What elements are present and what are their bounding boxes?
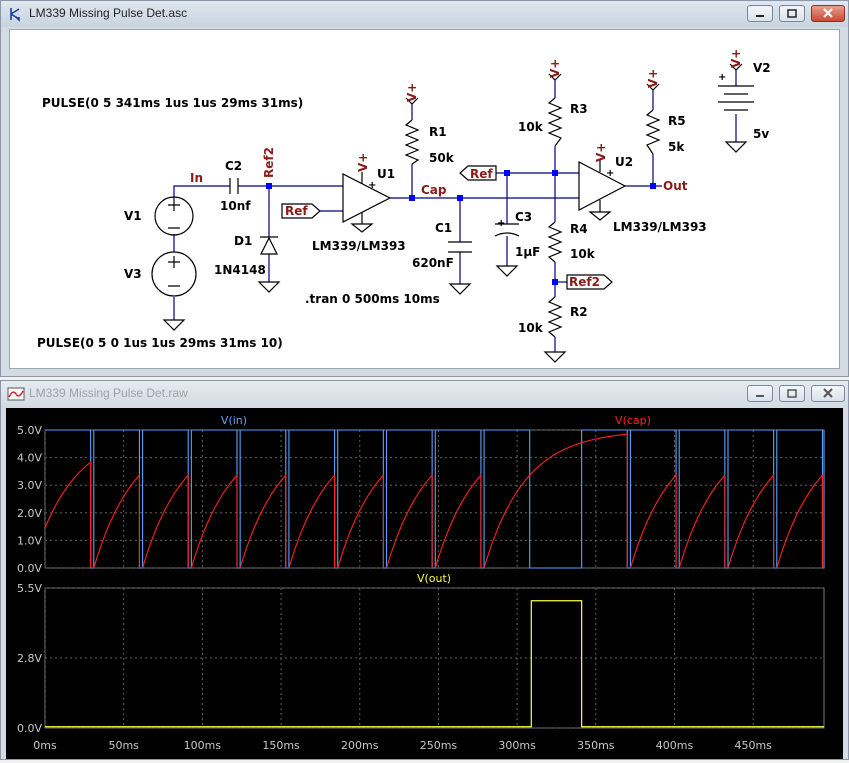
net-cap: Cap	[421, 183, 447, 197]
net-ref-u1: Ref	[285, 204, 308, 218]
r1-label: R1	[429, 125, 447, 139]
bottom-y-tick: 0.0V	[17, 722, 42, 735]
net-ref-u2: Ref	[470, 167, 493, 181]
vplus-r5: V+	[646, 69, 660, 88]
d1-value: 1N4148	[214, 263, 266, 277]
pulse2-directive: PULSE(0 5 0 1us 1us 29ms 31ms 10)	[37, 336, 283, 350]
close-icon	[823, 8, 833, 18]
net-labels: In Cap Out Ref Ref Ref2 Ref2 V+ V+ V+ V+…	[190, 49, 743, 289]
u2-label: U2	[615, 155, 633, 169]
x-tick-label: 100ms	[184, 739, 222, 752]
vout-trace	[45, 600, 824, 728]
top-y-tick: 3.0V	[17, 479, 42, 492]
v3-label: V3	[124, 267, 142, 281]
r4-value: 10k	[570, 247, 596, 261]
vplus-r3: V+	[548, 59, 562, 78]
d1-label: D1	[234, 234, 252, 248]
pulse1-directive: PULSE(0 5 341ms 1us 1us 29ms 31ms)	[42, 96, 303, 110]
x-tick-label: 250ms	[420, 739, 458, 752]
v1-label: V1	[124, 209, 142, 223]
waveform-plot-area[interactable]: 5.0V 4.0V 3.0V 2.0V 1.0V 0.0V 5.5V 2.8V 0.0V 0ms 5…	[6, 408, 843, 759]
components	[151, 63, 754, 363]
u1-label: U1	[377, 167, 395, 181]
maximize-button[interactable]	[779, 5, 805, 22]
top-y-tick: 1.0V	[17, 534, 42, 547]
vplus-v2: V+	[729, 49, 743, 68]
bottom-y-tick: 2.8V	[17, 652, 42, 665]
net-out: Out	[663, 179, 688, 193]
r5-value: 5k	[668, 140, 685, 154]
x-tick-label: 150ms	[262, 739, 300, 752]
schematic-app-icon	[10, 8, 20, 22]
x-tick-label: 50ms	[108, 739, 139, 752]
close-button[interactable]	[811, 5, 845, 22]
v2-label: V2	[753, 61, 771, 75]
trace-name-vcap: V(cap)	[615, 414, 651, 427]
bottom-y-tick: 5.5V	[17, 582, 42, 595]
r5-label: R5	[668, 114, 686, 128]
v2-value: 5v	[753, 127, 769, 141]
u2-model: LM339/LM393	[613, 220, 707, 234]
close-icon	[823, 388, 833, 398]
vplus-u1: V+	[356, 153, 370, 172]
x-tick-label: 400ms	[656, 739, 694, 752]
r1-value: 50k	[429, 151, 455, 165]
waveform-app-icon	[7, 387, 25, 401]
r4-label: R4	[570, 222, 588, 236]
restore-icon	[787, 389, 797, 398]
minimize-icon	[756, 15, 764, 17]
schematic-canvas[interactable]: PULSE(0 5 341ms 1us 1us 29ms 31ms) PULSE…	[9, 29, 840, 369]
top-y-tick: 2.0V	[17, 507, 42, 520]
plot-window-title: LM339 Missing Pulse Det.raw	[29, 386, 188, 400]
tran-directive: .tran 0 500ms 10ms	[305, 292, 440, 306]
plot-titlebar[interactable]: LM339 Missing Pulse Det.raw	[1, 381, 848, 407]
restore-icon	[787, 9, 797, 18]
trace-name-vout: V(out)	[417, 572, 451, 585]
v2-plus: +	[718, 72, 726, 83]
r3-label: R3	[570, 102, 588, 116]
minimize-button[interactable]	[747, 5, 773, 22]
top-y-tick: 0.0V	[17, 562, 42, 575]
u1-model: LM339/LM393	[312, 239, 406, 253]
r3-value: 10k	[518, 120, 544, 134]
top-y-tick: 4.0V	[17, 452, 42, 465]
plot-close-button[interactable]	[811, 385, 845, 402]
net-ref2-top: Ref2	[262, 147, 276, 178]
vcap-trace	[44, 433, 823, 569]
c3-plus: +	[497, 218, 505, 229]
component-labels: PULSE(0 5 341ms 1us 1us 29ms 31ms) PULSE…	[37, 61, 771, 350]
r2-label: R2	[570, 305, 588, 319]
c2-label: C2	[225, 159, 242, 173]
schematic-drawing[interactable]: PULSE(0 5 341ms 1us 1us 29ms 31ms) PULSE…	[10, 30, 841, 368]
wires	[173, 70, 737, 352]
minimize-icon	[756, 395, 764, 397]
c3-label: C3	[515, 210, 532, 224]
r2-value: 10k	[518, 321, 544, 335]
c1-value: 620nF	[412, 256, 454, 270]
trace-name-vin: V(in)	[221, 414, 247, 427]
plot-minimize-button[interactable]	[747, 385, 773, 402]
x-tick-label: 450ms	[734, 739, 772, 752]
u2-plus: +	[606, 168, 614, 179]
vplus-r1: V+	[405, 83, 419, 102]
net-ref2-right: Ref2	[569, 275, 600, 289]
vplus-u2: V+	[594, 143, 608, 162]
plot-maximize-button[interactable]	[779, 385, 805, 402]
c2-value: 10nf	[220, 199, 251, 213]
top-y-tick: 5.0V	[17, 424, 42, 437]
schematic-titlebar[interactable]: LM339 Missing Pulse Det.asc	[1, 1, 848, 27]
c3-value: 1µF	[515, 245, 540, 259]
x-tick-label: 300ms	[498, 739, 536, 752]
waveform-chart[interactable]: 5.0V 4.0V 3.0V 2.0V 1.0V 0.0V 5.5V 2.8V 0.0V 0ms 5…	[6, 408, 843, 759]
x-tick-label: 200ms	[341, 739, 379, 752]
x-tick-label: 0ms	[33, 739, 57, 752]
c1-label: C1	[435, 221, 452, 235]
u1-plus: +	[368, 180, 376, 191]
schematic-window-title: LM339 Missing Pulse Det.asc	[29, 6, 188, 20]
junctions	[266, 170, 656, 285]
net-in: In	[190, 171, 203, 185]
x-tick-label: 350ms	[577, 739, 615, 752]
schematic-window: LM339 Missing Pulse Det.asc	[0, 0, 849, 377]
